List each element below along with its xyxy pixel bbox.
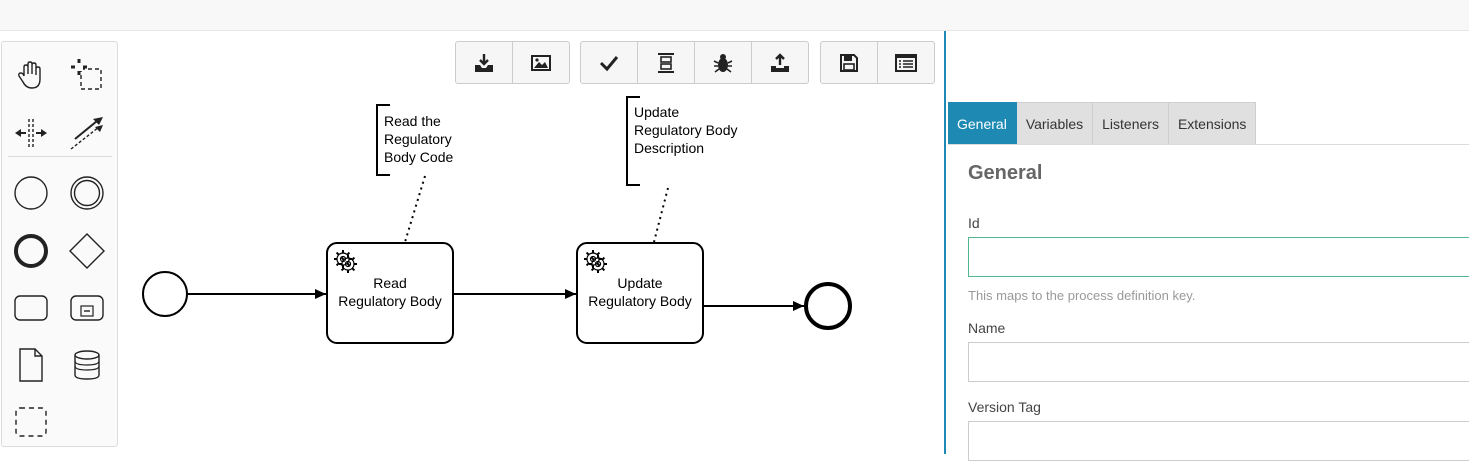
download-icon	[475, 53, 493, 72]
bug-icon	[713, 53, 733, 73]
save-button[interactable]	[821, 42, 878, 83]
version-tag-input[interactable]	[968, 421, 1469, 461]
lasso-icon	[71, 59, 102, 90]
service-task-read[interactable]: Read Regulatory Body	[326, 242, 454, 344]
dashed-rect-icon	[15, 407, 47, 437]
document-icon	[19, 348, 43, 382]
data-object-tool[interactable]	[8, 342, 54, 388]
tab-listeners[interactable]: Listeners	[1093, 102, 1169, 145]
image-icon	[531, 54, 551, 71]
id-hint: This maps to the process definition key.	[968, 288, 1196, 303]
end-event[interactable]	[804, 282, 852, 330]
annotation-line: Body Code	[384, 149, 453, 165]
text-annotation[interactable]: Read the Regulatory Body Code	[376, 104, 453, 243]
export-image-button[interactable]	[513, 42, 569, 83]
annotation-line: Regulatory Body	[634, 122, 738, 138]
end-event-tool[interactable]	[8, 228, 54, 274]
gateway-tool[interactable]	[64, 228, 110, 274]
section-title: General	[968, 162, 1043, 184]
data-store-tool[interactable]	[64, 342, 110, 388]
properties-body: General Id This maps to the process defi…	[948, 144, 1469, 461]
task-tool[interactable]	[8, 285, 54, 331]
download-button[interactable]	[456, 42, 513, 83]
circle-icon	[14, 176, 48, 210]
subprocess-icon	[70, 295, 104, 321]
annotation-line: Read the	[384, 113, 441, 129]
name-label: Name	[968, 320, 1006, 336]
start-event-tool[interactable]	[8, 170, 54, 216]
tab-general[interactable]: General	[948, 102, 1017, 145]
connect-icon	[70, 117, 103, 150]
diamond-icon	[69, 233, 105, 269]
task-label-line: Update	[617, 275, 662, 291]
properties-panel: General Variables Listeners Extensions G…	[944, 31, 1469, 461]
annotation-line: Regulatory	[384, 131, 452, 147]
intermediate-event-tool[interactable]	[64, 170, 110, 216]
database-icon	[74, 350, 100, 380]
annotation-line: Update	[634, 104, 679, 120]
align-icon	[658, 52, 674, 73]
group-tool[interactable]	[8, 399, 54, 445]
palette-separator	[8, 156, 112, 157]
properties-toggle-button[interactable]	[878, 42, 934, 83]
top-bar	[0, 0, 1469, 31]
double-circle-icon	[70, 176, 104, 210]
association-line	[404, 175, 426, 243]
align-button[interactable]	[638, 42, 695, 83]
list-icon	[895, 53, 917, 72]
space-icon	[15, 119, 47, 147]
upload-icon	[771, 52, 789, 72]
id-label: Id	[968, 215, 980, 231]
tool-palette	[1, 41, 118, 447]
deploy-button[interactable]	[752, 42, 808, 83]
tab-variables[interactable]: Variables	[1016, 102, 1094, 145]
rounded-rect-icon	[14, 295, 48, 321]
service-task-update[interactable]: Update Regulatory Body	[576, 242, 704, 344]
id-input[interactable]	[968, 237, 1469, 277]
toolbar-group-file	[820, 41, 935, 84]
tab-extensions[interactable]: Extensions	[1168, 102, 1257, 145]
space-tool[interactable]	[8, 110, 54, 156]
name-input[interactable]	[968, 342, 1469, 382]
lasso-tool[interactable]	[64, 52, 110, 98]
validate-button[interactable]	[581, 42, 638, 83]
subprocess-tool[interactable]	[64, 285, 110, 331]
hand-icon	[18, 61, 41, 89]
version-tag-label: Version Tag	[968, 399, 1041, 415]
annotation-line: Description	[634, 140, 704, 156]
task-label-line: Read	[373, 275, 406, 291]
start-event[interactable]	[142, 271, 188, 317]
toolbar-group-export	[455, 41, 570, 84]
task-label-line: Regulatory Body	[588, 293, 692, 309]
global-connect-tool[interactable]	[64, 110, 110, 156]
properties-tabs: General Variables Listeners Extensions	[948, 102, 1257, 145]
text-annotation[interactable]: Update Regulatory Body Description	[626, 96, 738, 243]
check-icon	[599, 55, 619, 71]
toolbar-group-actions	[580, 41, 809, 84]
bold-circle-icon	[14, 234, 48, 268]
diagram-canvas[interactable]: Read Regulatory Body Update Regulatory B…	[0, 31, 944, 454]
association-line	[653, 187, 669, 243]
task-label-line: Regulatory Body	[338, 293, 442, 309]
save-icon	[840, 53, 858, 72]
debug-button[interactable]	[695, 42, 752, 83]
hand-tool[interactable]	[8, 52, 54, 98]
